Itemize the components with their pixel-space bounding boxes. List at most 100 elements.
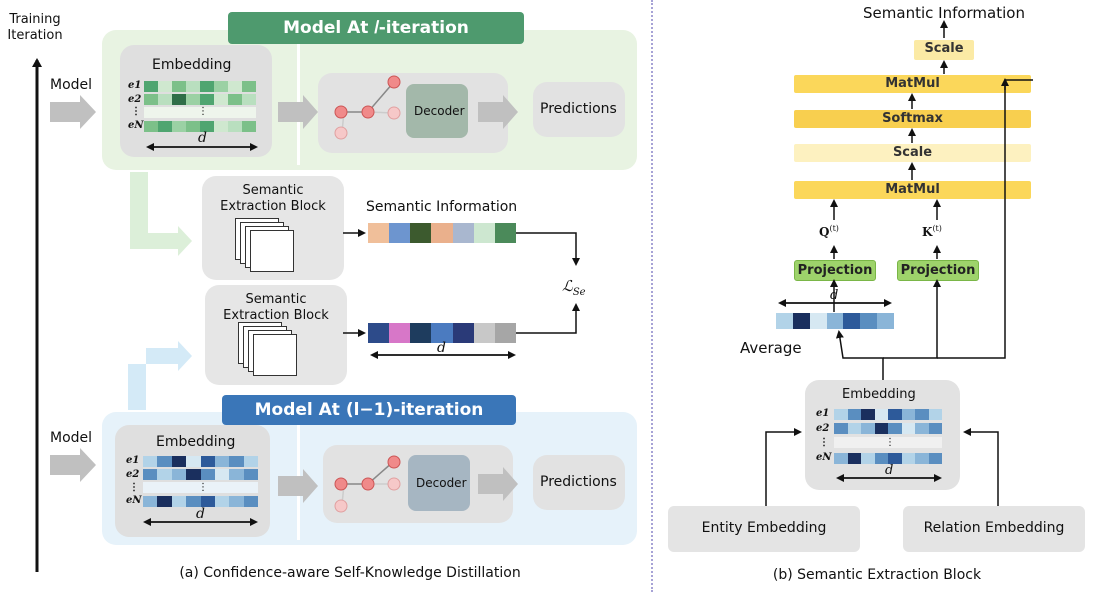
bottom-row-dots: ⋮: [129, 482, 139, 493]
matmul-top-text: MatMul: [885, 76, 940, 91]
top-decoder-label: Decoder: [414, 104, 465, 118]
semantic-info-strip-top: [368, 223, 516, 243]
seb-stack-icon-top: [235, 218, 295, 274]
right-embedding-box: [805, 380, 960, 490]
top-row-e2: e2: [128, 94, 142, 105]
bottom-graph-icon: [334, 455, 401, 513]
matmul-bottom-bar: MatMul: [794, 181, 1031, 199]
axis-label-line2: Iteration: [7, 28, 63, 43]
bottom-banner: Model At (l−1)-iteration: [222, 395, 516, 425]
top-emb-to-decoder-arrow: [278, 95, 318, 129]
scale-top-text: Scale: [924, 41, 964, 56]
axis-label-line1: Training: [9, 12, 61, 27]
bottom-decoder-label: Decoder: [416, 476, 467, 490]
seb-top-line2: Extraction Block: [220, 199, 326, 214]
entity-embedding-label: Entity Embedding: [701, 520, 827, 536]
axis-label: Training Iteration: [2, 12, 68, 44]
emb-to-avg-arrow: [835, 330, 884, 380]
top-d-label: d: [198, 130, 207, 146]
right-emb-row-1: [834, 409, 942, 420]
strip-d-label: d: [437, 340, 446, 356]
bottom-decoder: [408, 455, 470, 511]
k-symbol: K: [922, 225, 933, 239]
bottom-emb-to-decoder-arrow: [278, 469, 318, 503]
k-sup: (t): [932, 224, 942, 233]
bottom-row-en: eN: [126, 495, 142, 506]
bottom-decoder-to-pred-arrow: [478, 467, 518, 501]
relation-to-emb-arrow: [963, 428, 999, 506]
right-caption: (b) Semantic Extraction Block: [772, 567, 982, 583]
right-emb-row-2: [834, 423, 942, 434]
right-row-e2: e2: [816, 423, 830, 434]
bottom-banner-text: Model At (l−1)-iteration: [254, 400, 484, 420]
emb-to-proj-right-arrow: [883, 279, 941, 359]
top-row-dots: ⋮: [131, 106, 141, 117]
bottom-d-label: d: [196, 506, 205, 522]
top-banner-text: Model At 𝑙-iteration: [283, 18, 469, 38]
top-row-e1: e1: [128, 80, 142, 91]
right-d-label: d: [885, 463, 894, 478]
top-predictions-box: [533, 82, 625, 137]
green-flow-arrow: [130, 172, 192, 256]
top-emb-row-gap: [144, 107, 256, 118]
q-label: Q(t): [819, 224, 839, 239]
softmax-text: Softmax: [882, 111, 943, 126]
top-banner: Model At 𝑙-iteration: [228, 12, 524, 44]
panel-divider: [651, 0, 653, 592]
q-sup: (t): [829, 224, 839, 233]
bottom-embedding-box: [115, 425, 270, 537]
bottom-row-e1: e1: [126, 455, 140, 466]
scale-mid-bar: Scale: [794, 144, 1031, 162]
seb-bottom-line1: Semantic: [245, 292, 307, 307]
top-model-arrow: [50, 95, 96, 129]
seb-top-line1: Semantic: [242, 183, 304, 198]
entity-embedding-box: [668, 506, 860, 552]
right-emb-row-gap: [834, 437, 942, 448]
top-model-label: Model: [50, 77, 93, 93]
seb-bottom-label: Semantic Extraction Block: [205, 292, 347, 324]
right-embedding-label: Embedding: [842, 387, 916, 402]
bottom-predictions-label: Predictions: [540, 474, 617, 490]
right-row-en: eN: [816, 452, 832, 463]
seb-stack-icon-bottom: [238, 322, 298, 378]
semantic-info-label-left: Semantic Information: [366, 199, 518, 215]
bottom-embedding-label: Embedding: [156, 434, 236, 450]
scale-mid-text: Scale: [892, 145, 933, 160]
semantic-info-strip-bottom: [368, 323, 516, 343]
matmul-top-bar: MatMul: [794, 75, 1031, 93]
bottom-predictions-box: [533, 455, 625, 510]
avg-d-label: d: [830, 288, 839, 303]
top-grid-dots: ⋮: [198, 106, 208, 117]
k-label: K(t): [922, 224, 942, 239]
top-graph-icon: [334, 75, 401, 140]
right-title: Semantic Information: [863, 4, 1025, 22]
loss-label: ℒSe: [562, 277, 586, 298]
right-grid-dots: ⋮: [885, 437, 895, 448]
bottom-model-arrow: [50, 448, 96, 482]
top-predictions-label: Predictions: [540, 101, 617, 117]
relation-embedding-label: Relation Embedding: [923, 520, 1065, 536]
bottom-grid-dots: ⋮: [198, 482, 208, 493]
projection-left-text: Projection: [797, 263, 873, 278]
scale-top-bar: Scale: [914, 40, 974, 60]
average-label: Average: [740, 339, 802, 357]
top-decoder: [406, 84, 468, 138]
top-emb-row-n: [144, 121, 256, 132]
bottom-emb-row-1: [143, 456, 258, 467]
strip-bottom-to-loss: [516, 303, 580, 334]
right-row-dots: ⋮: [819, 437, 829, 448]
bottom-emb-row-gap: [143, 482, 258, 493]
softmax-bar: Softmax: [794, 110, 1031, 128]
top-emb-row-2: [144, 94, 256, 105]
q-symbol: Q: [819, 225, 830, 239]
entity-to-emb-arrow: [765, 428, 802, 506]
right-row-e1: e1: [816, 408, 830, 419]
top-decoder-to-pred-arrow: [478, 95, 518, 129]
seb-top-label: Semantic Extraction Block: [202, 183, 344, 215]
bottom-emb-row-n: [143, 496, 258, 507]
right-emb-row-n: [834, 453, 942, 464]
loss-symbol: ℒ: [562, 277, 573, 295]
strip-top-to-loss: [516, 232, 580, 266]
matmul-bottom-text: MatMul: [885, 182, 940, 197]
